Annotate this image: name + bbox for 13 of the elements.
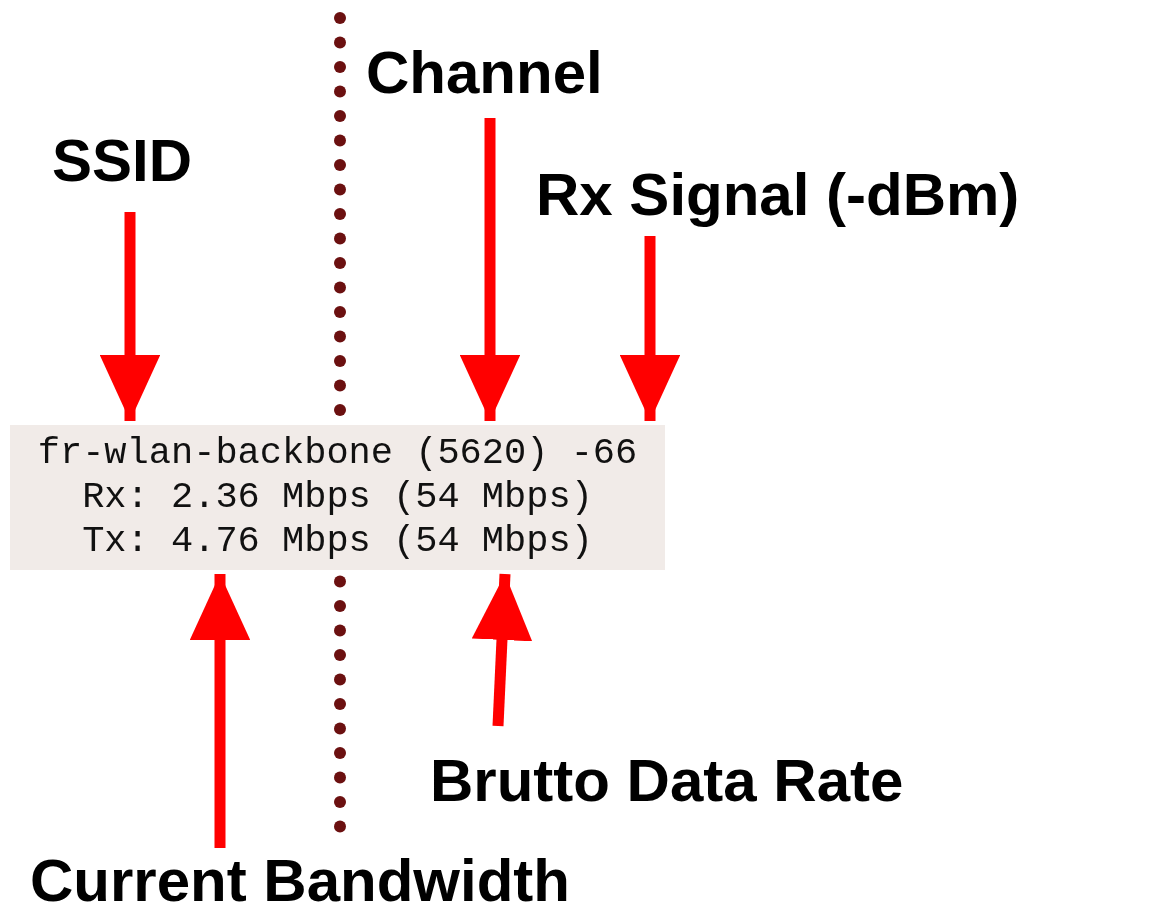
- terminal-text: Rx: 2.36 Mbps (54 Mbps): [81, 475, 594, 519]
- arrow: [189, 574, 251, 848]
- terminal-text: Tx: 4.76 Mbps (54 Mbps): [81, 519, 594, 563]
- arrow: [619, 236, 681, 421]
- callout-label: SSID: [52, 128, 193, 194]
- callout-label: Rx Signal (-dBm): [536, 162, 1020, 228]
- terminal-text: fr-wlan-backbone (5620) -66: [36, 431, 639, 475]
- arrow: [471, 573, 533, 727]
- callout-label: Brutto Data Rate: [430, 748, 904, 814]
- callout-label: Current Bandwidth: [30, 848, 570, 914]
- callout-label: Channel: [366, 40, 603, 106]
- arrow: [459, 118, 521, 421]
- arrow: [99, 212, 161, 421]
